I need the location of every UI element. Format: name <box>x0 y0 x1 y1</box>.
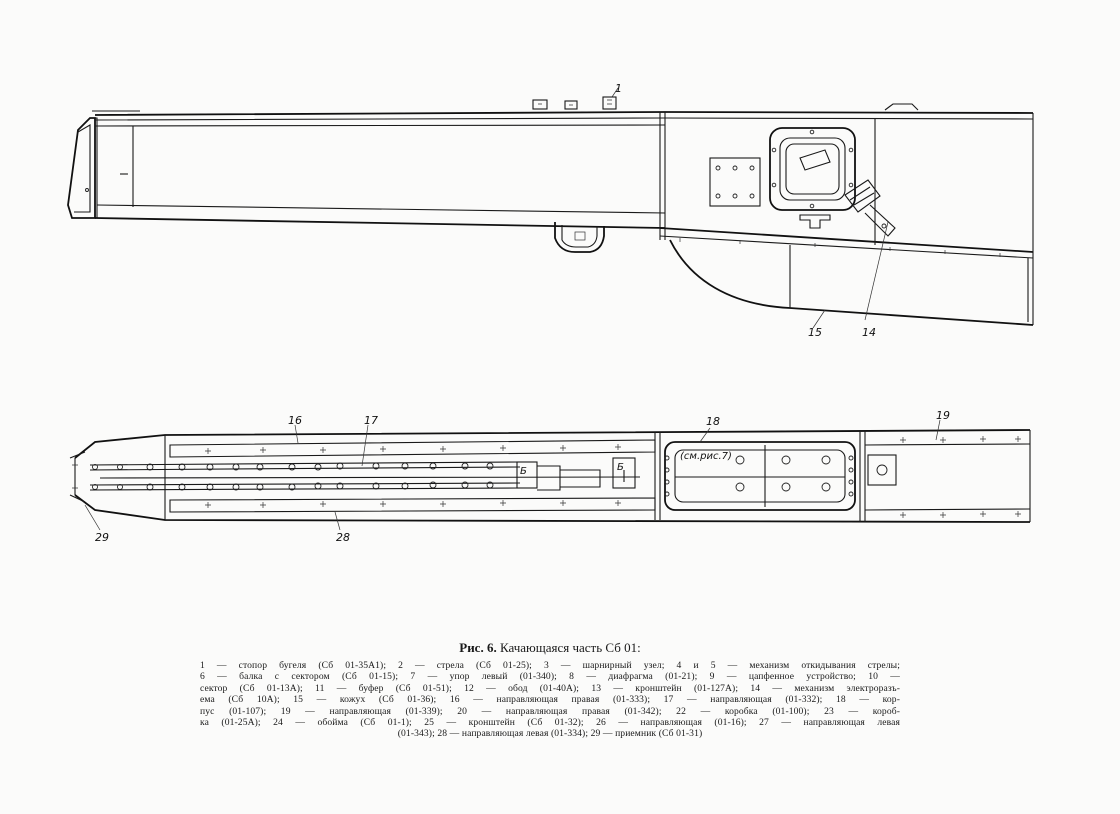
figure-legend: 1 — стопор бугеля (Сб 01-35А1); 2 — стре… <box>200 660 900 740</box>
callout-14: 14 <box>862 326 876 339</box>
guide-markers <box>205 436 1021 518</box>
legend-line: сектор (Сб 01-13А); 11 — буфер (Сб 01-51… <box>200 682 900 694</box>
see-figure-7-note: (см.рис.7) <box>680 451 732 462</box>
rail-bolts-lower <box>92 481 494 491</box>
callout-1: 1 <box>615 82 622 95</box>
callout-16: 16 <box>288 414 302 427</box>
boom-top-edge <box>94 111 1034 116</box>
label-b-left: Б <box>520 466 527 477</box>
box-18 <box>664 441 856 511</box>
callout-29: 29 <box>95 531 109 544</box>
legend-line: пус (01-107); 19 — направляющая (01-339)… <box>200 705 900 717</box>
plan-outline <box>74 429 1031 523</box>
figure-number: Рис. 6. <box>459 640 497 655</box>
legend-line: 6 — балка с сектором (Сб 01-15); 7 — упо… <box>200 671 900 683</box>
plan-view <box>69 419 1031 531</box>
figure-title: Рис. 6. Качающаяся часть Сб 01: <box>200 640 900 656</box>
legend-line: 1 — стопор бугеля (Сб 01-35А1); 2 — стре… <box>200 660 900 671</box>
hatch-frame <box>769 127 856 211</box>
rail-bolts-upper <box>92 462 494 471</box>
boom-left-end <box>67 117 96 219</box>
legend-line: (01-343); 28 — направляющая левая (01-33… <box>397 728 703 740</box>
figure-caption: Рис. 6. Качающаяся часть Сб 01: 1 — стоп… <box>200 640 900 740</box>
boom-bottom-edge <box>94 217 666 229</box>
legend-line: ема (Сб 10А); 15 — кожух (Сб 01-36); 16 … <box>200 694 900 706</box>
guide-28 <box>169 497 656 513</box>
label-b-right: Б <box>617 462 624 473</box>
callout-18: 18 <box>706 415 720 428</box>
side-view <box>67 87 1034 329</box>
connector-14 <box>844 179 881 213</box>
callout-15: 15 <box>808 326 822 339</box>
guide-16 <box>169 439 656 458</box>
callout-19: 19 <box>936 409 950 422</box>
callout-17: 17 <box>364 414 378 427</box>
figure-title-text: Качающаяся часть Сб 01: <box>499 640 641 655</box>
shroud-15 <box>669 239 1034 326</box>
bottom-bracket <box>554 222 605 253</box>
legend-line: ка (01-25А); 24 — обойма (Сб 01-1); 25 —… <box>200 717 900 729</box>
access-plate <box>709 157 761 207</box>
callout-28: 28 <box>336 531 350 544</box>
